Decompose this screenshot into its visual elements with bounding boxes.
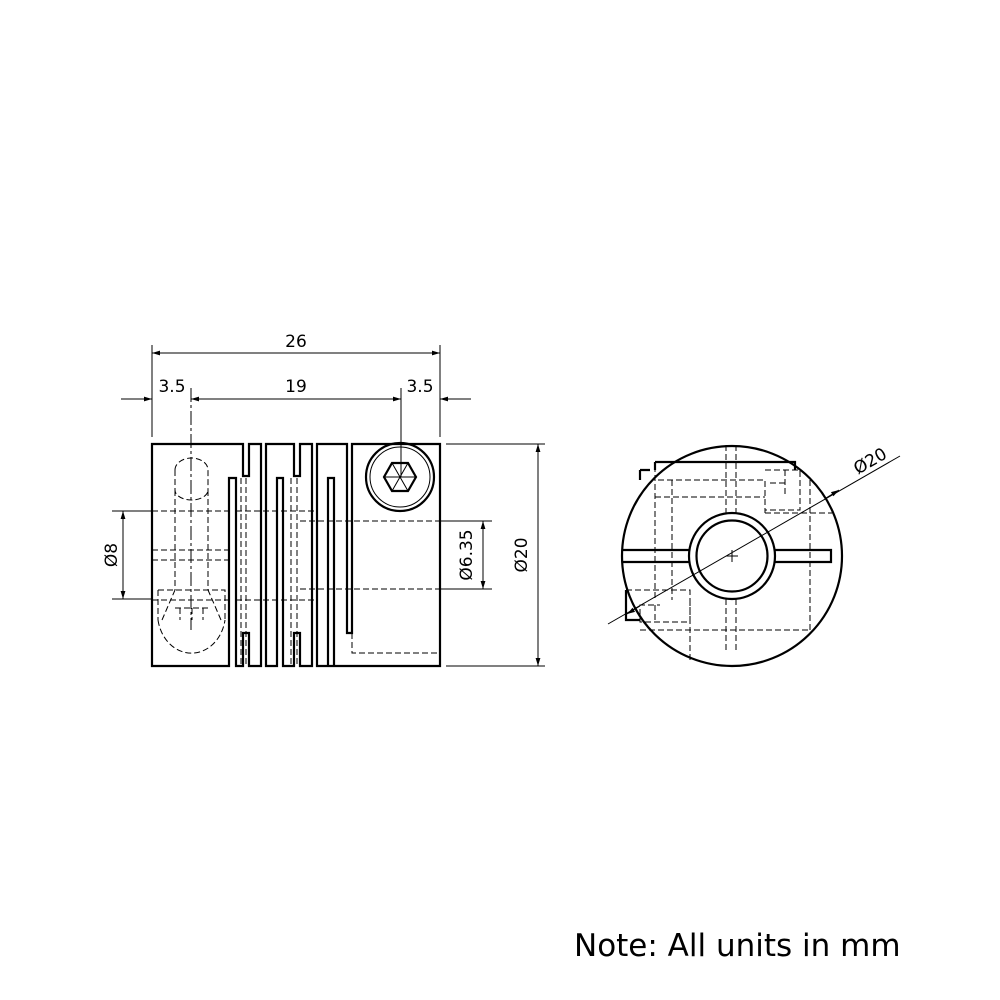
dim-left-bore: Ø8 bbox=[102, 543, 122, 567]
dimensions: 26 3.5 19 3.5 Ø8 Ø6.35 Ø20 bbox=[102, 332, 545, 667]
dim-right-bore: Ø6.35 bbox=[457, 529, 477, 580]
dim-right-offset: 3.5 bbox=[406, 377, 433, 397]
outer-circle bbox=[620, 444, 844, 668]
dim-outer-diameter-side: Ø20 bbox=[512, 537, 532, 572]
hex-socket-icon bbox=[382, 461, 418, 493]
end-view-hidden-lines bbox=[626, 445, 832, 660]
clamp-outline bbox=[624, 460, 797, 622]
screw-head-outer bbox=[364, 441, 436, 513]
dim-outer-diameter-end: Ø20 bbox=[850, 444, 890, 479]
screw-head-inner bbox=[369, 446, 431, 508]
units-note: Note: All units in mm bbox=[574, 928, 901, 964]
hidden-lines bbox=[152, 457, 440, 666]
dim-left-offset: 3.5 bbox=[158, 377, 185, 397]
coupling-outline-left bbox=[150, 442, 263, 668]
side-view bbox=[150, 388, 442, 668]
coupling-outline-right bbox=[315, 442, 442, 668]
bore-circle bbox=[695, 519, 769, 593]
end-view: Ø20 bbox=[607, 444, 901, 668]
dim-overall-length: 26 bbox=[285, 332, 307, 352]
coupling-outline-middle bbox=[264, 442, 314, 668]
hub-ring bbox=[687, 511, 777, 601]
diameter-leader bbox=[607, 455, 901, 625]
dim-center-span: 19 bbox=[285, 377, 307, 397]
